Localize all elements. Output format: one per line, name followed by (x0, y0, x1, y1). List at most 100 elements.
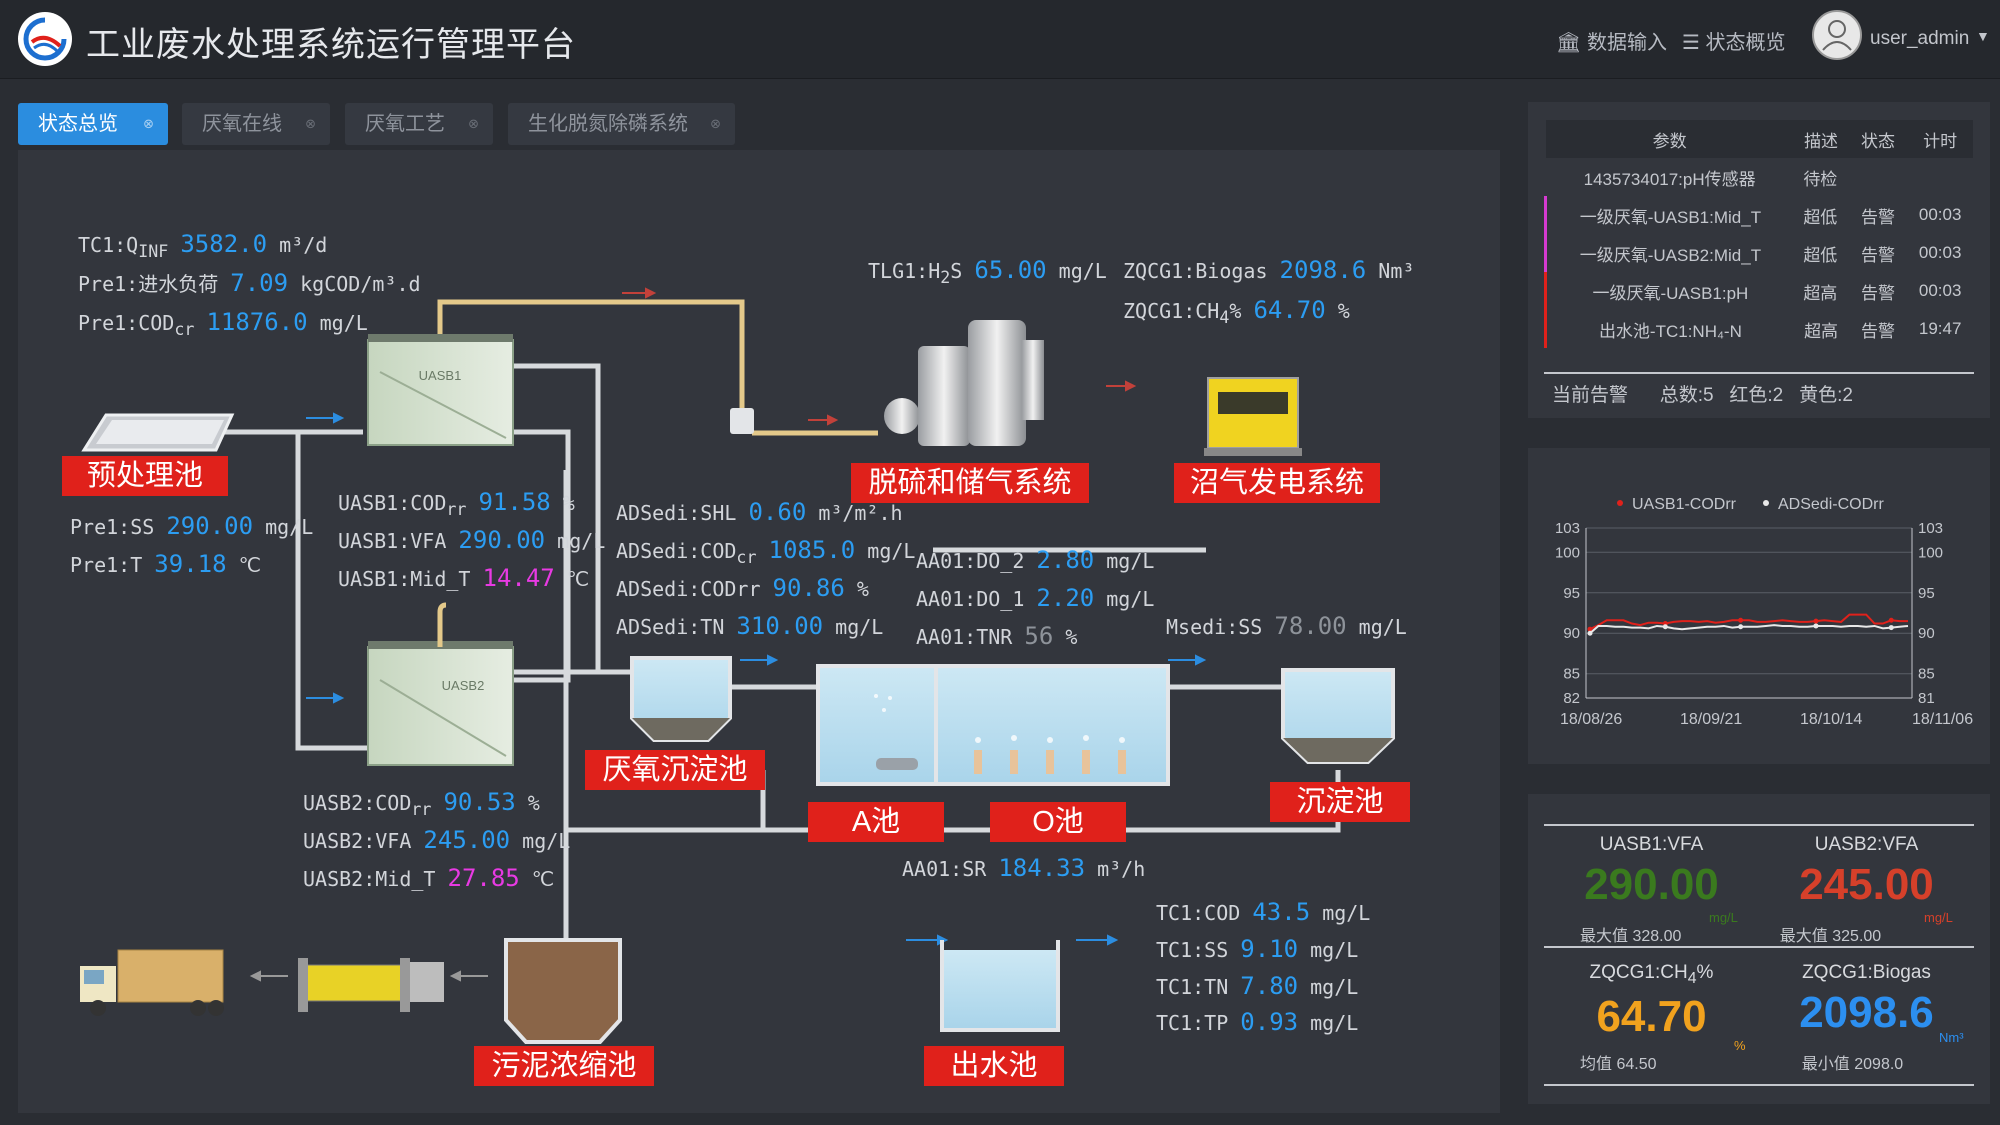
table-row[interactable]: 1435734017:pH传感器待检 (1583, 169, 1838, 189)
reading-tlg1-h2s: TLG1:H2S 65.00 mg/L (868, 256, 1107, 287)
uasb1-label: UASB1 (419, 368, 462, 383)
kpi-zqcg1-biogas: ZQCG1:Biogas 2098.6 Nm³ 最小值 2098.0 (1799, 962, 1964, 1073)
reading-aa01-do1: AA01:DO_1 2.20 mg/L (916, 584, 1155, 612)
data-point (1587, 626, 1593, 632)
y-right-tick-label: 100 (1918, 544, 1943, 561)
y-left-tick-label: 103 (1555, 520, 1580, 537)
list-icon: ☰ (1682, 32, 1700, 54)
close-icon[interactable]: ⊗ (710, 116, 721, 131)
tab-status-overview[interactable]: 状态总览 ⊗ (18, 103, 168, 145)
reading-uasb2-vfa: UASB2:VFA 245.00 mg/L (303, 826, 571, 854)
reading-aa01-do2: AA01:DO_2 2.80 mg/L (916, 546, 1155, 574)
uasb1-tank (367, 334, 514, 446)
legend-uasb1: UASB1-CODrr (1632, 496, 1737, 513)
col-desc: 描述 (1804, 131, 1839, 151)
label-desulf: 脱硫和储气系统 (851, 463, 1089, 503)
desulf-tanks (884, 320, 1044, 446)
label-settle: 沉淀池 (1270, 782, 1410, 822)
data-point (1738, 624, 1744, 630)
truck (80, 949, 224, 1016)
generator (1204, 377, 1302, 456)
col-time: 计时 (1923, 131, 1958, 151)
series-line-1 (1589, 624, 1909, 634)
top-header: 工业废水处理系统运行管理平台 🏛 数据输入 ☰ 状态概览 user_admin … (0, 0, 2000, 79)
process-pipes: UASB1 UASB2 (80, 287, 1395, 1044)
data-point (1587, 630, 1593, 636)
x-tick-label: 18/08/26 (1560, 711, 1622, 728)
data-point (1662, 624, 1668, 630)
kpi-panel: UASB1:VFA 290.00 mg/L 最大值 328.00 UASB2:V… (1528, 794, 1990, 1104)
alarm-table: 参数 描述 状态 计时 1435734017:pH传感器待检 一级厌氧-UASB… (1543, 120, 1974, 348)
y-right-tick-label: 95 (1918, 585, 1935, 602)
reading-uasb1-vfa: UASB1:VFA 290.00 mg/L (338, 526, 606, 554)
reading-adsedi-tn: ADSedi:TN 310.00 mg/L (616, 612, 884, 640)
label-power: 沼气发电系统 (1174, 463, 1380, 503)
reading-adsedi-codrr: ADSedi:CODrr 90.86 % (616, 574, 869, 602)
reading-pre1-t: Pre1:T 39.18 ℃ (70, 550, 262, 578)
col-param: 参数 (1652, 131, 1687, 151)
reading-pre1-load: Pre1:进水负荷 7.09 kgCOD/m³.d (78, 269, 421, 297)
tab-anaerobic-online[interactable]: 厌氧在线 ⊗ (182, 103, 330, 145)
chevron-down-icon[interactable]: ▼ (1976, 28, 1990, 44)
data-point (1813, 623, 1819, 629)
label-anaerobic-settle: 厌氧沉淀池 (585, 750, 765, 790)
reading-tc1-ss: TC1:SS 9.10 mg/L (1156, 935, 1359, 963)
tab-label: 厌氧在线 (202, 113, 282, 135)
logo-icon (18, 12, 72, 66)
uasb2-tank (367, 641, 514, 766)
kpi-uasb2-vfa: UASB2:VFA 245.00 mg/L 最大值 325.00 (1779, 834, 1953, 945)
data-input-label: 数据输入 (1586, 32, 1667, 54)
status-overview-link[interactable]: ☰ 状态概览 (1682, 26, 1786, 55)
app-title: 工业废水处理系统运行管理平台 (86, 26, 576, 64)
reading-tc1-tn: TC1:TN 7.80 mg/L (1156, 972, 1359, 1000)
kpi-zqcg1-ch4: ZQCG1:CH4% 64.70 % 均值 64.50 (1580, 962, 1746, 1073)
data-point (1888, 617, 1894, 623)
alarm-panel: 参数 描述 状态 计时 1435734017:pH传感器待检 一级厌氧-UASB… (1528, 102, 1990, 418)
reading-uasb2-codrr: UASB2:CODrr 90.53 % (303, 788, 540, 819)
chart-legend: UASB1-CODrr ADSedi-CODrr (1617, 496, 1884, 513)
tab-bio-denitrification[interactable]: 生化脱氮除磷系统 ⊗ (508, 103, 735, 145)
reading-pre1-ss: Pre1:SS 290.00 mg/L (70, 512, 314, 540)
y-left-tick-label: 95 (1563, 585, 1580, 602)
biogas-pipe (437, 299, 745, 413)
y-right-tick-label: 90 (1918, 625, 1935, 642)
ao-pool (816, 664, 1170, 786)
legend-marker-uasb1 (1617, 500, 1623, 506)
reading-tc1-qinf: TC1:QINF 3582.0 m³/d (78, 230, 328, 261)
avatar[interactable] (1812, 10, 1862, 60)
uasb2-label: UASB2 (442, 678, 485, 693)
y-right-tick-label: 81 (1918, 690, 1935, 707)
data-input-link[interactable]: 🏛 数据输入 (1556, 26, 1667, 55)
tab-anaerobic-process[interactable]: 厌氧工艺 ⊗ (345, 103, 493, 145)
user-name[interactable]: user_admin (1870, 28, 1970, 49)
y-left-tick-label: 90 (1563, 625, 1580, 642)
reading-uasb1-midt: UASB1:Mid_T 14.47 ℃ (338, 564, 590, 592)
legend-marker-adsedi (1763, 500, 1769, 506)
reading-uasb2-midt: UASB2:Mid_T 27.85 ℃ (303, 864, 555, 892)
y-right-tick-label: 85 (1918, 666, 1935, 683)
x-tick-label: 18/11/06 (1912, 711, 1973, 728)
close-icon[interactable]: ⊗ (305, 116, 316, 131)
x-tick-label: 18/10/14 (1800, 711, 1862, 728)
reading-zqcg1-ch4: ZQCG1:CH4% 64.70 % (1123, 296, 1350, 327)
alarm-summary: 当前告警 总数:5 红色:2 黄色:2 (1552, 385, 1853, 406)
bank-icon: 🏛 (1556, 32, 1582, 54)
reading-zqcg1-biogas: ZQCG1:Biogas 2098.6 Nm³ (1123, 256, 1415, 284)
tab-label: 厌氧工艺 (365, 113, 445, 135)
tab-label: 生化脱氮除磷系统 (528, 113, 688, 135)
y-left-tick-label: 100 (1555, 544, 1580, 561)
status-overview-label: 状态概览 (1705, 32, 1786, 54)
tab-label: 状态总览 (38, 113, 118, 135)
reading-uasb1-codrr: UASB1:CODrr 91.58 % (338, 488, 575, 519)
filter-press (298, 958, 444, 1012)
legend-adsedi: ADSedi-CODrr (1778, 496, 1884, 513)
reading-pre1-cod: Pre1:CODcr 11876.0 mg/L (78, 308, 368, 339)
close-icon[interactable]: ⊗ (143, 116, 154, 131)
close-icon[interactable]: ⊗ (468, 116, 479, 131)
label-sludge: 污泥浓缩池 (474, 1046, 654, 1086)
